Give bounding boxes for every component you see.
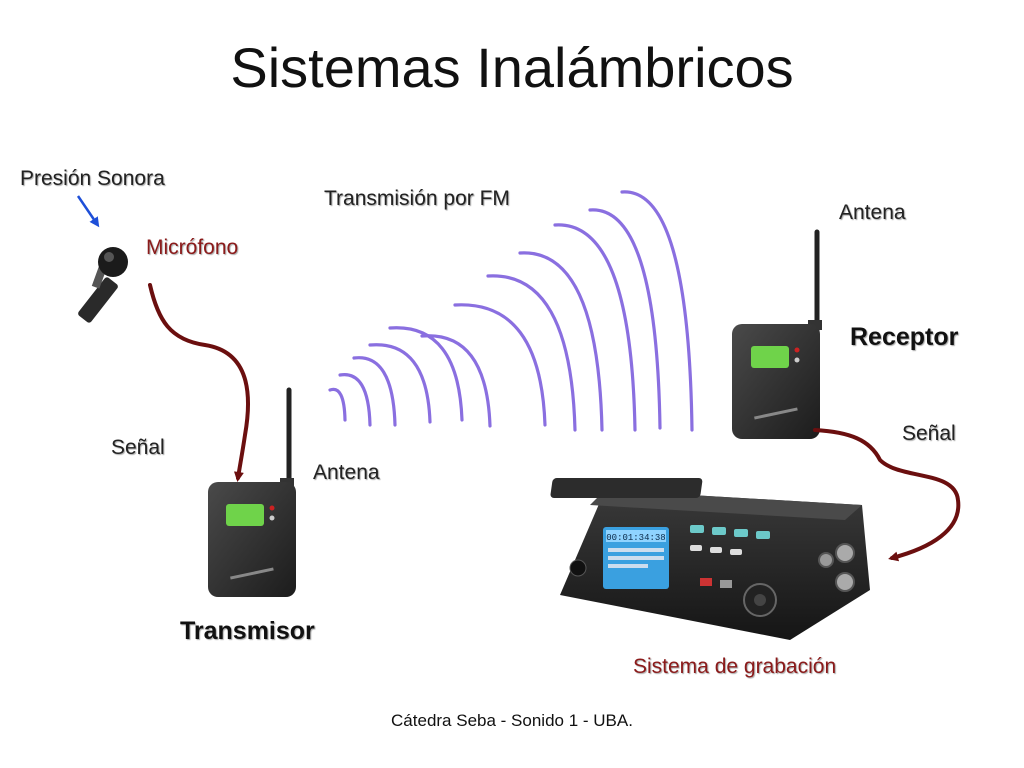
label-transmision-fm: Transmisión por FM xyxy=(324,187,510,210)
label-antena-transmisor: Antena xyxy=(313,461,380,484)
fm-wave-arc xyxy=(420,334,492,428)
fm-wave-arc xyxy=(553,223,637,432)
label-receptor: Receptor xyxy=(850,323,959,351)
label-senal-derecha: Señal xyxy=(902,422,956,445)
label-antena-receptor: Antena xyxy=(839,201,906,224)
label-sistema-grabacion: Sistema de grabación xyxy=(633,655,837,678)
sound-pressure-arrow xyxy=(76,195,100,228)
footer-credit: Cátedra Seba - Sonido 1 - UBA. xyxy=(391,711,633,730)
fm-wave-arc xyxy=(388,326,464,422)
field-recorder-device: 00:01:34:38 xyxy=(550,478,870,640)
receiver-device xyxy=(732,229,822,439)
fm-wave-arc xyxy=(352,356,397,427)
transmitter-device xyxy=(208,387,296,597)
lavalier-microphone-icon xyxy=(78,247,128,323)
label-transmisor: Transmisor xyxy=(180,617,315,645)
label-senal-izquierda: Señal xyxy=(111,436,165,459)
fm-wave-arc xyxy=(368,343,432,424)
fm-wave-arc xyxy=(328,387,347,422)
fm-wave-arc xyxy=(338,373,372,427)
fm-waves xyxy=(328,190,694,432)
receiver-cable xyxy=(813,428,961,562)
recorder-timecode: 00:01:34:38 xyxy=(606,533,665,543)
fm-wave-arc xyxy=(620,190,694,432)
label-microfono: Micrófono xyxy=(146,236,239,259)
fm-wave-arc xyxy=(486,274,577,432)
label-presion-sonora: Presión Sonora xyxy=(20,167,165,190)
fm-wave-arc xyxy=(518,251,604,432)
page-title: Sistemas Inalámbricos xyxy=(230,36,794,99)
mic-cable xyxy=(148,283,251,482)
fm-wave-arc xyxy=(588,208,662,430)
fm-wave-arc xyxy=(453,303,547,427)
